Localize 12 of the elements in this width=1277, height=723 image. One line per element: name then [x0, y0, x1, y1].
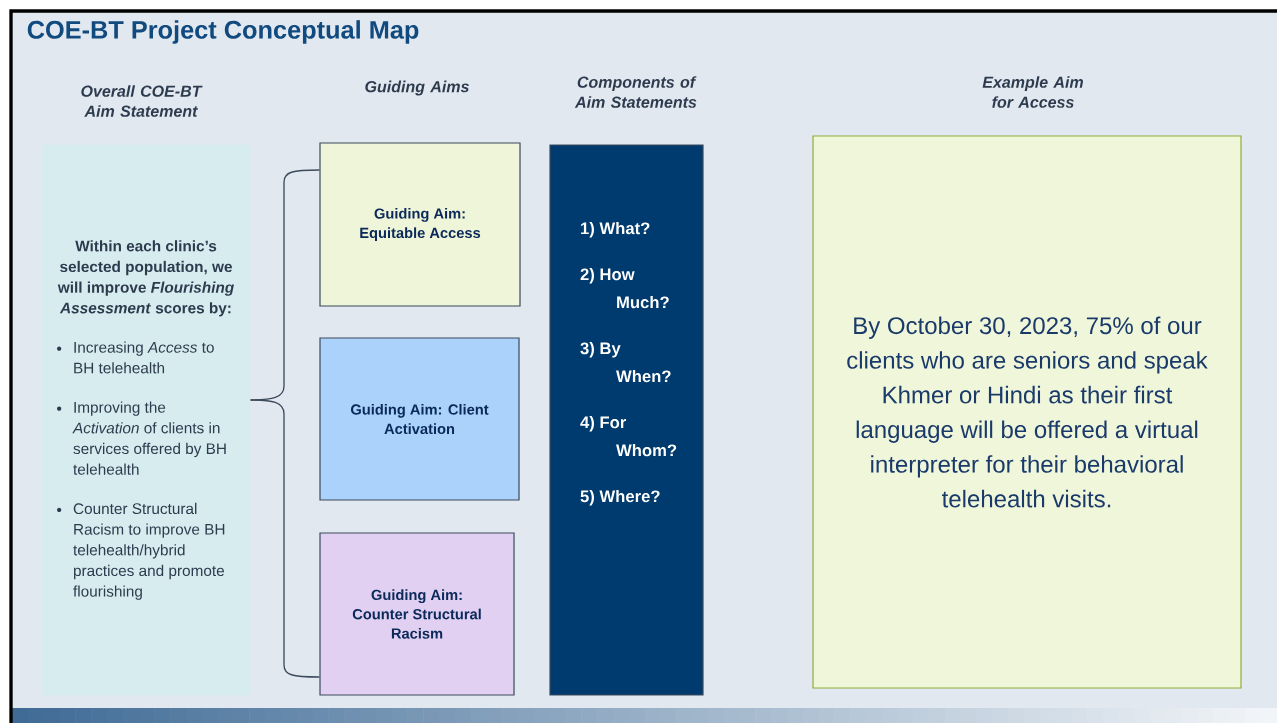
column-heading: Components of Aim Statements — [574, 76, 697, 108]
column-heading: Overall COE-BT Aim Statement — [81, 85, 203, 117]
aim-statement-panel: Within each clinic’s selected population, we will improve Flourishing Assessment scores by: Increasing Access to BH telehealth Improving the Activation of clients in services offered by BH telehealth Counter Structural Racism to improve BH telehealth/hybrid practices and promote flourishing — [41, 144, 251, 696]
column-heading: Guiding Aims — [365, 80, 469, 96]
title: COE-BT Project Conceptual Map — [27, 20, 419, 44]
example-aim-box: By October 30, 2023, 75% of our clients who are seniors and speak Khmer or Hindi as their first language will be offered a virtual interpreter for their behavioral telehealth visits. — [812, 135, 1242, 689]
aim-box: Guiding Aim: Client Activation — [319, 337, 520, 501]
component-list-panel: 1) What? 2) How Much? 3) By When? 4) For Whom? 5) Where? — [549, 144, 704, 696]
aim-box: Guiding Aim: Counter Structural Racism — [319, 532, 515, 696]
aim-box: Guiding Aim: Equitable Access — [319, 142, 521, 307]
brace — [249, 399, 321, 678]
column-heading: Example Aim for Access — [982, 76, 1083, 108]
